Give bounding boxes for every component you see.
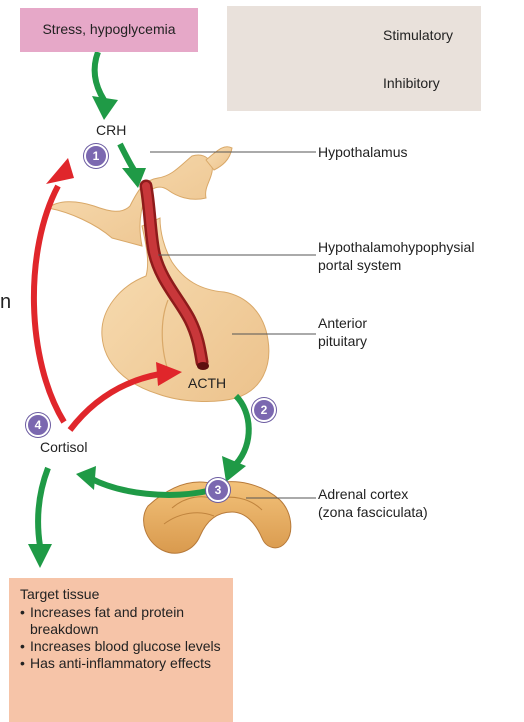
target-tissue-effect: Has anti-inflammatory effects — [20, 655, 228, 672]
step-1-marker: 1 — [84, 144, 108, 168]
legend-inhibitory-label: Inhibitory — [383, 75, 440, 91]
anterior-pituitary-label-line2: pituitary — [318, 332, 367, 350]
portal-system-label-line2: portal system — [318, 256, 401, 274]
adrenal-cortex-label-line2: (zona fasciculata) — [318, 503, 428, 521]
portal-system-label-line1: Hypothalamohypophysial — [318, 238, 474, 256]
target-tissue-effect: Increases fat and protein breakdown — [20, 604, 228, 638]
acth-to-adrenal-arrow — [222, 396, 249, 482]
adrenal-cortex-label-line1: Adrenal cortex — [318, 485, 408, 503]
target-tissue-title: Target tissue — [20, 586, 99, 602]
cortisol-to-target-arrow — [28, 468, 52, 568]
stress-hypoglycemia-box: Stress, hypoglycemia — [20, 8, 198, 52]
step-3-marker: 3 — [206, 478, 230, 502]
clipped-edge-text: n — [0, 293, 11, 311]
step-2-marker: 2 — [252, 398, 276, 422]
target-tissue-box: Target tissue Increases fat and protein … — [9, 578, 233, 722]
cortisol-label: Cortisol — [40, 438, 87, 456]
stress-to-crh-arrow — [92, 52, 118, 120]
crh-label: CRH — [96, 121, 126, 139]
legend-stimulatory-label: Stimulatory — [383, 27, 453, 43]
hypothalamus-label: Hypothalamus — [318, 143, 408, 161]
target-tissue-effect: Increases blood glucose levels — [20, 638, 228, 655]
acth-label: ACTH — [188, 374, 226, 392]
stress-hypoglycemia-label: Stress, hypoglycemia — [20, 21, 198, 37]
target-tissue-effects-list: Increases fat and protein breakdown Incr… — [20, 604, 228, 672]
legend-box: Stimulatory Inhibitory — [227, 6, 481, 111]
cortisol-to-hypothalamus-inhibit-arrow — [34, 158, 74, 422]
hypothalamus-tissue — [48, 147, 232, 246]
step-4-marker: 4 — [26, 413, 50, 437]
anterior-pituitary-label-line1: Anterior — [318, 314, 367, 332]
